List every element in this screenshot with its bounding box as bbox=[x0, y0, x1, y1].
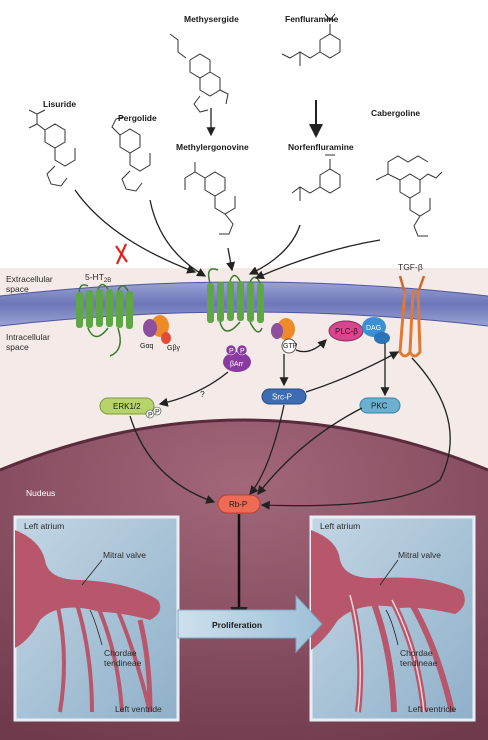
plc-beta-label: PLC-β bbox=[335, 327, 358, 336]
rbp-pill bbox=[217, 494, 261, 514]
molecule-norfenfluramine bbox=[291, 154, 341, 201]
extracellular-label-2: space bbox=[6, 284, 29, 294]
blocked-x-icon bbox=[115, 243, 128, 265]
pkc-label: PKC bbox=[371, 402, 388, 411]
left-atrium-label-1: Left atrium bbox=[24, 521, 64, 531]
pkc-pill bbox=[359, 397, 401, 414]
gbg-label: Gβγ bbox=[167, 345, 180, 352]
question-mark: ? bbox=[200, 389, 205, 399]
phospho-2: P bbox=[240, 348, 245, 355]
drug-methysergide: Methysergide bbox=[184, 14, 239, 24]
mitral-valve-label-2: Mitral valve bbox=[398, 550, 441, 560]
dag bbox=[362, 317, 390, 344]
chordae-label-1: Chordae bbox=[104, 648, 137, 658]
chordae-label-2b: tendineae bbox=[400, 658, 438, 668]
molecule-pergolide bbox=[111, 116, 151, 192]
drug-lisuride: Lisuride bbox=[43, 99, 76, 109]
phospho-1: P bbox=[229, 348, 234, 355]
molecule-methysergide bbox=[169, 33, 229, 113]
mitral-valve-label-1: Mitral valve bbox=[103, 550, 146, 560]
chordae-label-2: Chordae bbox=[400, 648, 433, 658]
receptor-5ht2b-label: 5-HT2B bbox=[85, 272, 111, 284]
dag-label: DAG bbox=[366, 325, 381, 332]
molecule-cabergoline bbox=[375, 155, 443, 237]
drug-fenfluramine: Fenfluramine bbox=[285, 14, 339, 24]
erk-label: ERK1/2 bbox=[113, 402, 141, 411]
erk-p2: P bbox=[155, 409, 160, 416]
plc-beta bbox=[328, 320, 364, 342]
molecule-lisuride bbox=[28, 109, 76, 187]
proliferation-arrow bbox=[177, 594, 323, 654]
erk-pill bbox=[99, 397, 162, 419]
drug-arrows bbox=[74, 100, 381, 280]
drug-pergolide: Pergolide bbox=[118, 113, 157, 123]
tgf-beta-label: TGF-β bbox=[398, 262, 423, 272]
left-ventricle-label-2: Left ventricle bbox=[408, 704, 456, 714]
heart-panel-right bbox=[309, 515, 476, 722]
proliferation-label: Proliferation bbox=[212, 620, 262, 630]
receptor-5ht2b-center bbox=[207, 268, 264, 333]
left-ventricle-label-1: Left ventride bbox=[115, 704, 162, 714]
nucleus-label: Nudeus bbox=[26, 488, 55, 498]
beta-arrestin bbox=[223, 344, 251, 372]
tgf-beta-receptor bbox=[398, 275, 426, 358]
gtp-label: GTP bbox=[283, 343, 298, 350]
signaling-arrows bbox=[129, 339, 451, 510]
rbp-label: Rb-P bbox=[229, 500, 247, 509]
drug-norfenfluramine: Norfenfluramine bbox=[288, 142, 354, 152]
barr-label: βArr bbox=[230, 361, 244, 368]
heart-panel-left bbox=[13, 515, 180, 722]
src-label: Src-P bbox=[272, 393, 292, 402]
receptor-5ht2b-left bbox=[76, 283, 133, 357]
molecule-fenfluramine bbox=[281, 13, 341, 66]
g-protein-center bbox=[271, 318, 297, 354]
intracellular-label-2: space bbox=[6, 342, 29, 352]
drug-methylergonovine: Methylergonovine bbox=[176, 142, 249, 152]
left-atrium-label-2: Left atrium bbox=[320, 521, 360, 531]
src-pill bbox=[261, 388, 307, 405]
extracellular-label: Extracellular bbox=[6, 274, 53, 284]
erk-p1: P bbox=[148, 412, 153, 419]
drug-cabergoline: Cabergoline bbox=[371, 108, 420, 118]
chordae-label-1b: tendineae bbox=[104, 658, 142, 668]
gaq-label: Gαq bbox=[140, 343, 153, 350]
molecule-methylergonovine bbox=[184, 162, 236, 235]
g-protein-left bbox=[143, 315, 171, 344]
intracellular-label: Intracellular bbox=[6, 332, 50, 342]
